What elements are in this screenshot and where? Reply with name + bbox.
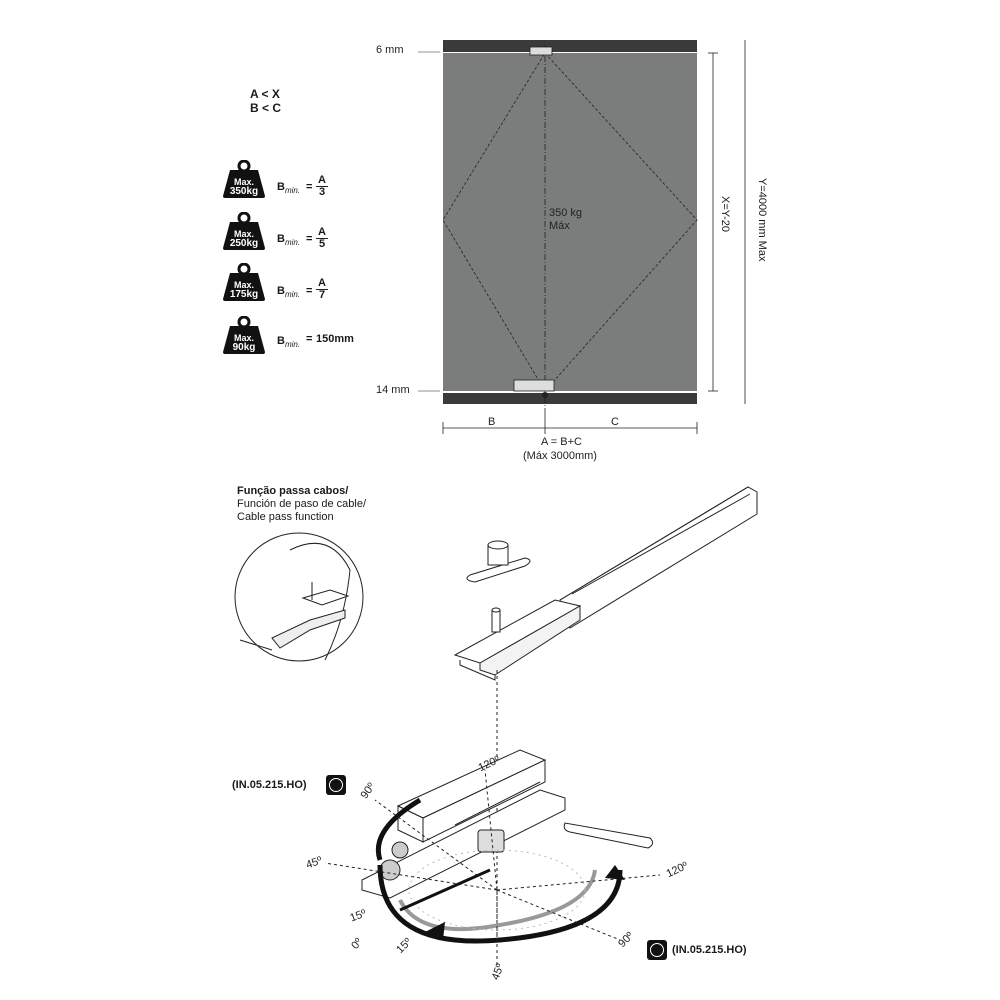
detail-circle [234, 532, 364, 662]
cable-label-es: Función de paso de cable/ [237, 498, 367, 510]
adjustment-wrench [563, 822, 654, 849]
closer-cam [477, 829, 505, 853]
dim-b-label: B [488, 416, 496, 428]
dim-x-label: X=Y-20 [719, 196, 731, 232]
door-weight-label: 350 kg [549, 207, 583, 219]
guide-90-right [496, 889, 621, 941]
rotation-arc-black [377, 864, 623, 944]
door-position-line [399, 868, 491, 912]
top-frame-bar [443, 40, 697, 52]
door-weight-sub: Máx [549, 220, 570, 232]
floor-closer-base [361, 789, 566, 899]
bracket-side [479, 605, 581, 676]
bmin-label: Bmin. [277, 335, 301, 350]
dim-c-label: C [611, 416, 619, 428]
equals: = [306, 233, 313, 245]
weight-kg-label: 175kg [229, 289, 259, 300]
detail-edge [239, 639, 273, 651]
detail-top-plate [301, 589, 350, 606]
gear-rear [391, 841, 409, 859]
cable-label-pt: Função passa cabos/ [237, 485, 349, 497]
weight-max-label: Max. [233, 177, 254, 187]
rotation-arrow-right [605, 865, 625, 880]
rail-edge [559, 486, 749, 601]
weight-kg-label: 250kg [229, 238, 259, 249]
equals: = [306, 285, 313, 297]
top-plate [466, 557, 531, 583]
swing-path-lines [442, 52, 698, 392]
guide-120-top [484, 769, 498, 891]
door-panel [443, 53, 697, 391]
rotation-arc-upper [375, 797, 422, 861]
rail-groove [571, 493, 751, 595]
dim-a-label: A = B+C [541, 436, 582, 448]
top-pin [491, 609, 501, 633]
hardware-illustration [234, 486, 758, 965]
detail-cable [289, 542, 351, 661]
weight-kg-label: 350kg [229, 186, 259, 197]
equals: = [306, 181, 313, 193]
guide-120-right [496, 874, 661, 891]
bmin-label: Bmin. [277, 285, 301, 300]
bmin-value: 150mm [316, 333, 354, 345]
gap-bottom-label: 14 mm [376, 384, 410, 396]
bmin-label: Bmin. [277, 233, 301, 248]
weight-max-label: Max. [233, 280, 254, 290]
stop-badge-icon [326, 775, 346, 795]
equals: = [306, 333, 313, 345]
cable-label-en: Cable pass function [237, 511, 334, 523]
weight-kg-label: 90kg [232, 342, 256, 353]
bmin-label: Bmin. [277, 181, 301, 196]
top-pin-head [491, 607, 501, 613]
bottom-frame-bar [443, 393, 697, 404]
stop-badge-icon [647, 940, 667, 960]
door-diagram [418, 40, 746, 434]
bracket-u [459, 660, 496, 681]
rule-b-c: B < C [250, 101, 282, 115]
weight-max-label: Max. [233, 229, 254, 239]
top-plate-hole [487, 540, 509, 550]
weight-badge-icon: Max.90kg [222, 316, 266, 354]
weight-badge-icon: Max.175kg [222, 263, 266, 301]
rule-a-x: A < X [250, 87, 280, 101]
weight-max-label: Max. [233, 333, 254, 343]
detail-bracket [271, 609, 346, 649]
gap-top-label: 6 mm [376, 44, 404, 56]
product-code-bottom: (IN.05.215.HO) [672, 944, 747, 956]
dim-y-label: Y=4000 mm Max [756, 178, 768, 262]
dim-a-max-label: (Máx 3000mm) [523, 450, 597, 462]
bottom-pivot-pin [542, 392, 548, 398]
top-pivot [529, 46, 553, 56]
floor-closer-end [397, 805, 424, 843]
angle-dial [408, 849, 586, 931]
top-rail [559, 486, 758, 629]
bottom-pivot [513, 379, 555, 392]
body-panel-line [454, 781, 541, 826]
product-code-top: (IN.05.215.HO) [232, 779, 307, 791]
weight-badge-icon: Max.250kg [222, 212, 266, 250]
guide-45-left [324, 862, 498, 891]
weight-badge-icon: Max.350kg [222, 160, 266, 198]
rotation-arrow-left [425, 922, 445, 940]
